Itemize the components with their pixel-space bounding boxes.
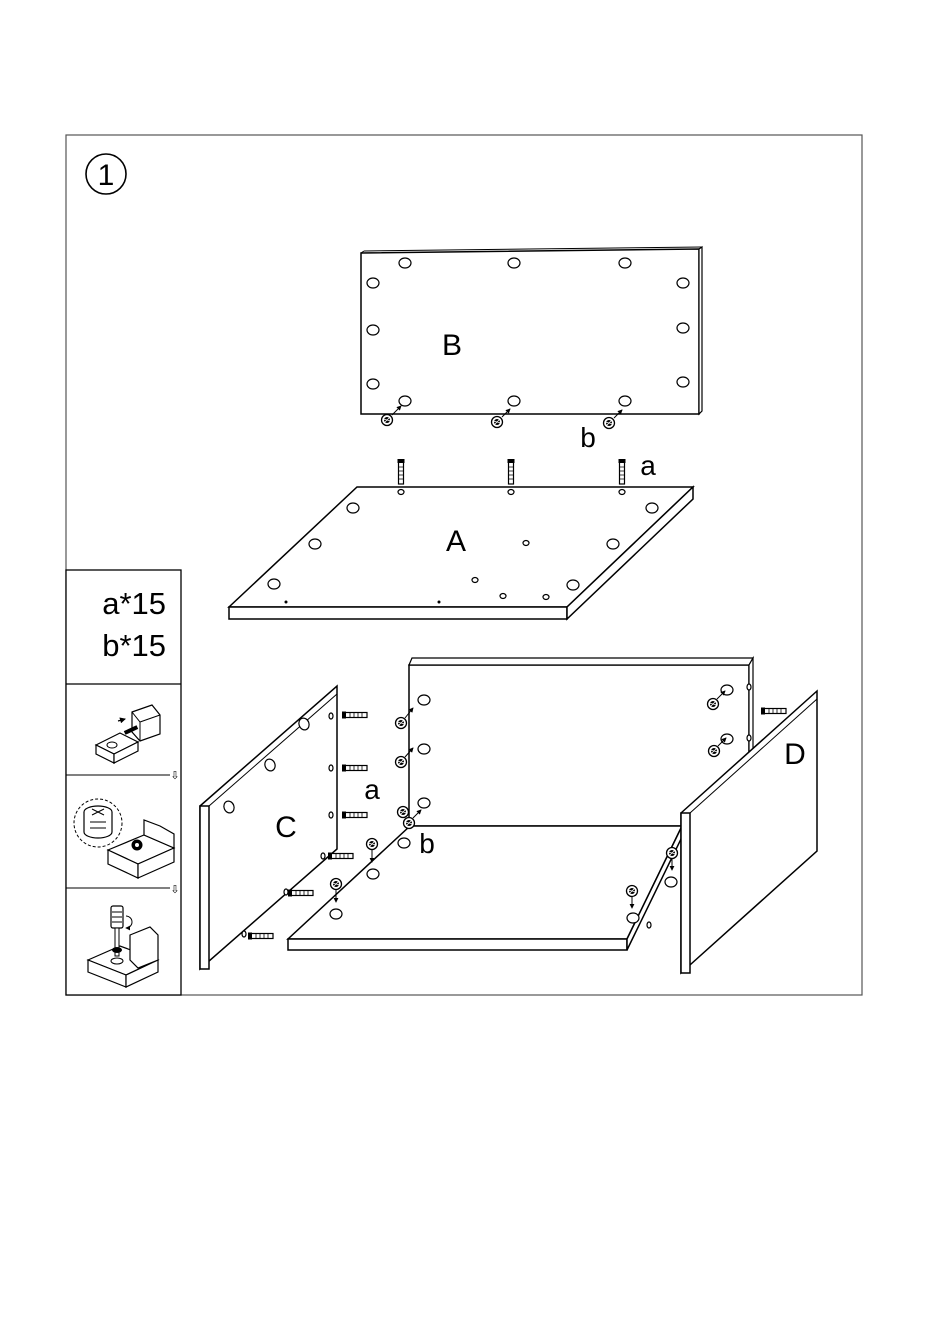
inset-arrow-2: ⇩ [170, 884, 179, 896]
panel-d-label: D [784, 738, 806, 771]
panel-bottom [288, 826, 682, 950]
panel-a-label: A [446, 525, 466, 558]
dowels-a [398, 459, 626, 484]
qty-cam: b*15 [102, 628, 166, 663]
step-number: 1 [98, 159, 115, 192]
qty-dowel: a*15 [102, 586, 166, 621]
hardware-legend: a*15 b*15 [66, 570, 181, 995]
panel-b: B [361, 247, 702, 414]
panel-a: A [229, 487, 693, 619]
dowel-label-lower: a [364, 774, 380, 805]
step-number-badge: 1 [86, 154, 126, 194]
panel-b-label: B [442, 329, 462, 362]
cam-label-top: b [580, 422, 596, 453]
cam-label-lower: b [419, 828, 435, 859]
panel-c-label: C [275, 811, 297, 844]
inset-arrow-1: ⇩ [170, 770, 179, 782]
dowel-label-top: a [640, 450, 656, 481]
